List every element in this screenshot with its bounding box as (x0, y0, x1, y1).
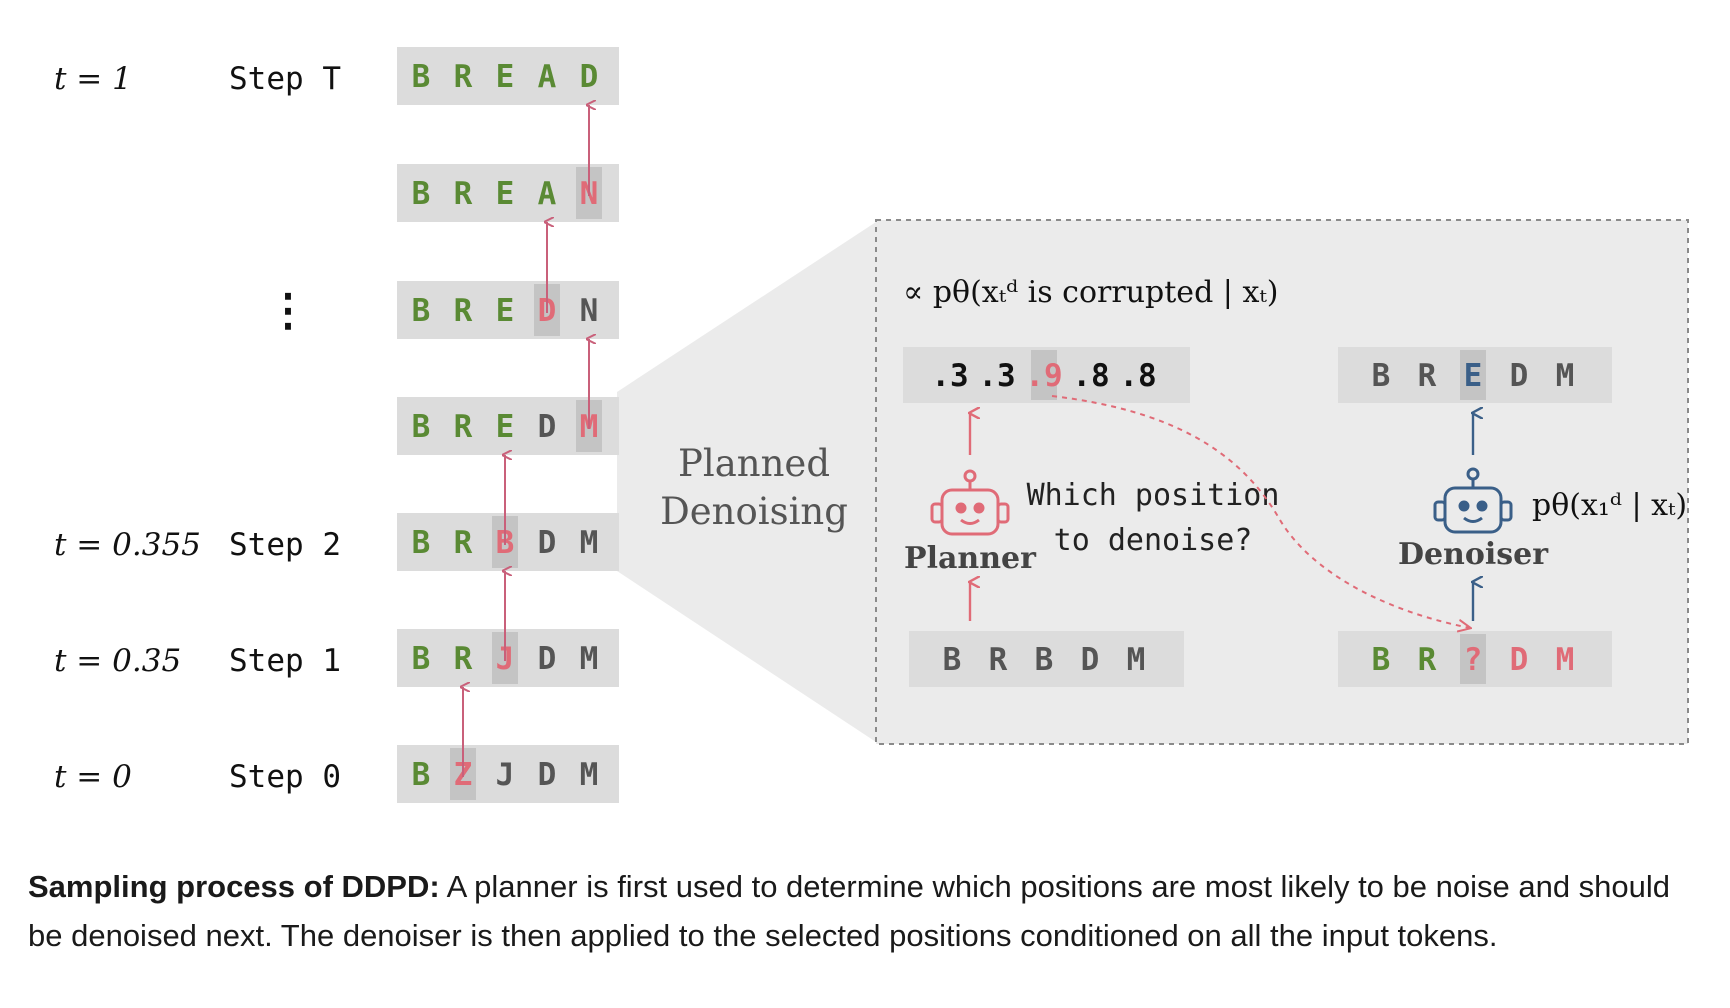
token: B (412, 641, 431, 677)
token: R (454, 525, 473, 561)
token: E (496, 293, 515, 329)
token: B (412, 757, 431, 793)
token: A (538, 59, 557, 95)
token: .9 (1025, 358, 1062, 394)
zoom-label-line2: Denoising (660, 490, 848, 533)
token: R (454, 59, 473, 95)
token: B (412, 409, 431, 445)
zoom-wedge (617, 222, 876, 742)
token: E (496, 59, 515, 95)
denoiser-label: Denoiser (1398, 537, 1549, 572)
figure-caption: Sampling process of DDPD: A planner is f… (28, 862, 1688, 960)
token: R (1418, 358, 1437, 394)
token: .3 (978, 358, 1015, 394)
ellipsis-label: ⋮ (266, 285, 310, 336)
time-label: t = 0.35 (54, 643, 181, 679)
token: J (496, 757, 515, 793)
token: M (1127, 642, 1146, 678)
token: D (538, 757, 557, 793)
token-highlight (1031, 350, 1057, 400)
token: R (454, 176, 473, 212)
planner-input-background (909, 631, 1184, 687)
question-line1: Which position (1027, 478, 1280, 513)
step-label: Step 0 (229, 759, 341, 795)
token: D (1081, 642, 1100, 678)
token: D (580, 59, 599, 95)
token: E (1464, 358, 1483, 394)
token: B (412, 59, 431, 95)
token-highlight (1460, 634, 1486, 684)
token: B (412, 176, 431, 212)
token: D (538, 525, 557, 561)
sequence-row-0-background (397, 47, 619, 105)
token: .3 (931, 358, 968, 394)
token: R (454, 641, 473, 677)
token: M (580, 641, 599, 677)
token: B (1372, 642, 1391, 678)
token: .8 (1119, 358, 1156, 394)
token: .8 (1072, 358, 1109, 394)
token: ? (1464, 642, 1483, 678)
token: B (943, 642, 962, 678)
planner-label: Planner (904, 541, 1037, 576)
step-label: Step T (229, 61, 341, 97)
corruption-probability-formula: ∝ pθ(xₜᵈ is corrupted | xₜ) (903, 275, 1278, 310)
token: D (538, 641, 557, 677)
token: M (1556, 642, 1575, 678)
token: M (580, 525, 599, 561)
selected-position-dashed-arrow (1051, 395, 1470, 628)
zoom-label-line1: Planned (678, 442, 830, 485)
token: B (412, 525, 431, 561)
sequence-row-6-background (397, 745, 619, 803)
token: E (496, 176, 515, 212)
time-label: t = 1 (54, 61, 132, 97)
token: R (454, 293, 473, 329)
token: R (454, 409, 473, 445)
denoiser-robot-icon (1433, 467, 1513, 534)
sequence-row-2-background (397, 281, 619, 339)
time-label: t = 0 (54, 759, 132, 795)
token: B (412, 293, 431, 329)
question-line2: to denoise? (1054, 523, 1253, 558)
token: R (989, 642, 1008, 678)
planner-robot-icon (930, 469, 1010, 536)
denoiser-formula: pθ(x₁ᵈ | xₜ) (1532, 488, 1687, 523)
token: A (538, 176, 557, 212)
caption-text: A planner is first used to determine whi… (28, 869, 1671, 953)
token: D (1510, 358, 1529, 394)
token: M (580, 757, 599, 793)
token: R (1418, 642, 1437, 678)
token: M (1556, 358, 1575, 394)
step-label: Step 2 (229, 527, 341, 563)
planner-scores: .3 .3 .9 .8 .8 (903, 347, 1190, 403)
token: N (580, 293, 599, 329)
caption-title: Sampling process of DDPD: (28, 869, 440, 904)
token: B (1035, 642, 1054, 678)
step-label: Step 1 (229, 643, 341, 679)
token-highlight (1460, 350, 1486, 400)
token: D (1510, 642, 1529, 678)
time-label: t = 0.355 (54, 527, 201, 563)
token: D (538, 409, 557, 445)
token: E (496, 409, 515, 445)
token: B (1372, 358, 1391, 394)
